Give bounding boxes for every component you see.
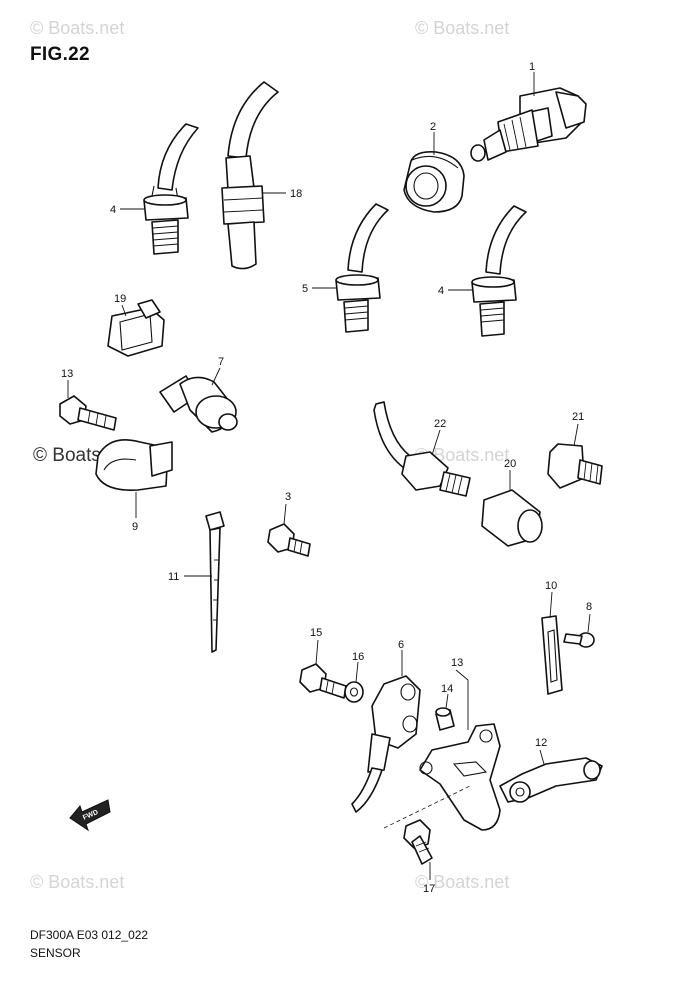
callout-4-left: 4 xyxy=(110,204,116,216)
callout-16: 16 xyxy=(352,651,364,663)
callout-7: 7 xyxy=(218,356,224,368)
callout-15: 15 xyxy=(310,627,322,639)
callout-22: 22 xyxy=(434,418,446,430)
watermark-bottom-right: © Boats.net xyxy=(415,872,510,892)
part-21-fitting xyxy=(547,423,603,489)
watermark-top-right: © Boats.net xyxy=(415,18,510,38)
callout-20: 20 xyxy=(504,458,516,470)
part-3-bolt xyxy=(267,503,311,557)
callout-19: 19 xyxy=(114,293,126,305)
part-5-sensor xyxy=(312,203,389,333)
callout-4-right: 4 xyxy=(438,285,444,297)
part-8-screw xyxy=(563,613,595,648)
part-2-grommet xyxy=(403,132,465,213)
part-16-washer xyxy=(344,661,364,703)
callout-11: 11 xyxy=(168,571,179,583)
part-14-collar xyxy=(435,693,455,731)
part-13-bracket xyxy=(419,669,501,831)
watermark-top-left: © Boats.net xyxy=(30,18,125,38)
part-4-sensor-left xyxy=(120,123,199,255)
callout-18: 18 xyxy=(290,188,302,200)
part-4-sensor-right xyxy=(448,205,527,337)
part-17-bolt xyxy=(403,819,433,880)
callout-13-left: 13 xyxy=(61,368,73,380)
callout-21: 21 xyxy=(572,411,584,423)
part-10-bracket xyxy=(541,591,563,695)
part-15-bolt xyxy=(299,639,347,699)
figure-title: FIG.22 xyxy=(30,44,90,65)
callout-6: 6 xyxy=(398,639,404,651)
part-22-sensor xyxy=(373,401,471,497)
part-18-sensor xyxy=(221,81,286,270)
callout-5: 5 xyxy=(302,283,308,295)
model-code: DF300A E03 012_022 xyxy=(30,928,149,942)
callout-17: 17 xyxy=(423,883,435,895)
callout-2: 2 xyxy=(430,121,436,133)
part-9-clamp xyxy=(95,439,173,518)
callout-9: 9 xyxy=(132,521,138,533)
part-6-trim-sensor xyxy=(351,650,421,813)
callout-8: 8 xyxy=(586,601,592,613)
part-12-arm xyxy=(499,749,603,803)
watermark-bottom-left: © Boats.net xyxy=(30,872,125,892)
part-13-bolt-left xyxy=(59,380,117,431)
callout-1: 1 xyxy=(529,61,535,73)
part-20-fitting xyxy=(481,470,543,547)
callout-13-right: 13 xyxy=(451,657,463,669)
callout-10: 10 xyxy=(545,580,557,592)
diagram-caption: SENSOR xyxy=(30,946,81,960)
part-7-sensor xyxy=(159,367,238,433)
part-11-cable-tie xyxy=(184,511,225,653)
callout-12: 12 xyxy=(535,737,547,749)
callout-3: 3 xyxy=(285,491,291,503)
fwd-arrow-icon: FWD xyxy=(69,799,111,832)
callout-14: 14 xyxy=(441,683,453,695)
part-19-clip xyxy=(107,299,165,357)
part-1-sensor xyxy=(470,72,587,162)
assembly-guide-line xyxy=(383,785,471,829)
